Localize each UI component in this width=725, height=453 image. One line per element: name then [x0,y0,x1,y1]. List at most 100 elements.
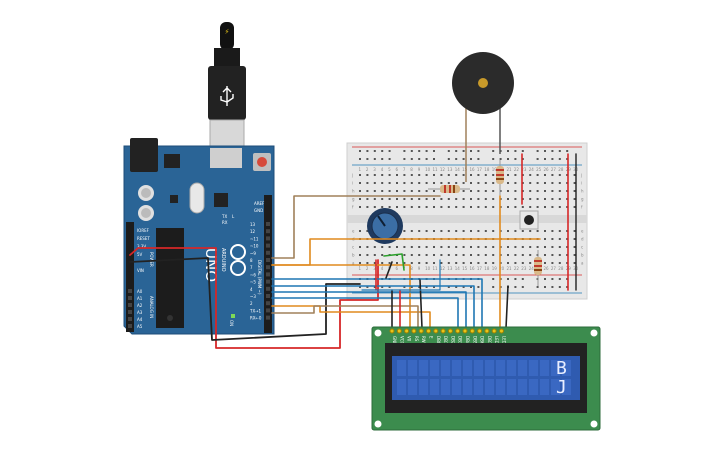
breadboard-hole[interactable] [484,198,487,200]
breadboard-hole[interactable] [381,182,384,184]
breadboard-hole[interactable] [359,254,361,256]
digital-pin[interactable] [266,265,270,270]
breadboard-hole[interactable] [359,206,361,208]
rail-hole[interactable] [470,150,472,152]
breadboard-hole[interactable] [470,206,472,208]
breadboard-hole[interactable] [447,262,450,264]
rail-hole[interactable] [536,150,539,152]
breadboard-hole[interactable] [544,198,546,200]
breadboard-hole[interactable] [366,182,369,184]
breadboard-hole[interactable] [381,262,384,264]
breadboard-hole[interactable] [573,206,576,208]
rail-hole[interactable] [566,150,569,152]
breadboard-hole[interactable] [373,246,376,248]
lcd-pin[interactable] [404,328,410,334]
breadboard-hole[interactable] [477,206,480,208]
breadboard-hole[interactable] [359,262,361,264]
rail-hole[interactable] [455,150,458,152]
breadboard-hole[interactable] [359,190,361,192]
breadboard-hole[interactable] [514,206,517,208]
breadboard-hole[interactable] [447,174,450,176]
rail-hole[interactable] [551,286,554,288]
breadboard-hole[interactable] [410,182,413,184]
digital-pin[interactable] [266,243,270,248]
lcd-pin[interactable] [491,328,497,334]
breadboard-hole[interactable] [544,190,546,192]
breadboard-hole[interactable] [484,246,487,248]
breadboard-hole[interactable] [403,174,406,176]
breadboard-hole[interactable] [462,190,465,192]
breadboard-hole[interactable] [447,182,450,184]
pushbutton[interactable] [519,210,539,230]
breadboard-hole[interactable] [514,182,517,184]
breadboard-hole[interactable] [477,182,480,184]
rail-hole[interactable] [373,286,376,288]
breadboard-hole[interactable] [403,198,406,200]
rail-hole[interactable] [455,286,458,288]
breadboard-hole[interactable] [433,246,435,248]
breadboard-hole[interactable] [403,246,406,248]
rail-hole[interactable] [447,150,450,152]
rail-hole[interactable] [381,150,384,152]
breadboard-hole[interactable] [388,174,391,176]
rail-hole[interactable] [359,286,361,288]
breadboard-hole[interactable] [521,254,524,256]
breadboard-hole[interactable] [418,230,421,232]
breadboard-hole[interactable] [396,182,398,184]
breadboard-hole[interactable] [551,262,554,264]
breadboard-hole[interactable] [573,262,576,264]
breadboard-hole[interactable] [425,262,428,264]
rail-hole[interactable] [462,150,465,152]
rail-hole[interactable] [558,286,561,288]
breadboard-hole[interactable] [440,174,443,176]
lcd-pin[interactable] [447,328,453,334]
breadboard-hole[interactable] [418,206,421,208]
breadboard-hole[interactable] [573,230,576,232]
breadboard-hole[interactable] [381,198,384,200]
breadboard-hole[interactable] [359,182,361,184]
breadboard-hole[interactable] [507,190,509,192]
breadboard-hole[interactable] [403,262,406,264]
breadboard-hole[interactable] [521,206,524,208]
breadboard-hole[interactable] [470,230,472,232]
breadboard-hole[interactable] [359,174,361,176]
breadboard-hole[interactable] [484,206,487,208]
rail-hole[interactable] [462,158,465,160]
breadboard-hole[interactable] [373,262,376,264]
digital-pin[interactable] [266,294,270,298]
rail-hole[interactable] [418,158,421,160]
analog-pin[interactable] [128,310,132,314]
breadboard-hole[interactable] [492,254,495,256]
breadboard-hole[interactable] [573,182,576,184]
breadboard-hole[interactable] [477,198,480,200]
breadboard-hole[interactable] [492,262,495,264]
breadboard-hole[interactable] [514,190,517,192]
breadboard-hole[interactable] [477,230,480,232]
rail-hole[interactable] [544,286,546,288]
breadboard-hole[interactable] [544,262,546,264]
breadboard-hole[interactable] [558,174,561,176]
rail-hole[interactable] [403,286,406,288]
usb-cable[interactable]: ⚡ [208,22,246,151]
resistor-1[interactable] [428,185,470,193]
breadboard-hole[interactable] [536,206,539,208]
rail-hole[interactable] [521,150,524,152]
breadboard-hole[interactable] [388,190,391,192]
breadboard-hole[interactable] [388,198,391,200]
breadboard-hole[interactable] [477,254,480,256]
digital-pin[interactable] [266,258,270,262]
breadboard-hole[interactable] [396,190,398,192]
rail-hole[interactable] [536,286,539,288]
breadboard-hole[interactable] [433,174,435,176]
breadboard-hole[interactable] [492,230,495,232]
breadboard-hole[interactable] [373,182,376,184]
breadboard-hole[interactable] [544,230,546,232]
breadboard-hole[interactable] [425,230,428,232]
breadboard-hole[interactable] [359,230,361,232]
breadboard-hole[interactable] [396,206,398,208]
rail-hole[interactable] [514,158,517,160]
rail-hole[interactable] [425,150,428,152]
breadboard-hole[interactable] [529,254,532,256]
rail-hole[interactable] [536,158,539,160]
rail-hole[interactable] [558,158,561,160]
